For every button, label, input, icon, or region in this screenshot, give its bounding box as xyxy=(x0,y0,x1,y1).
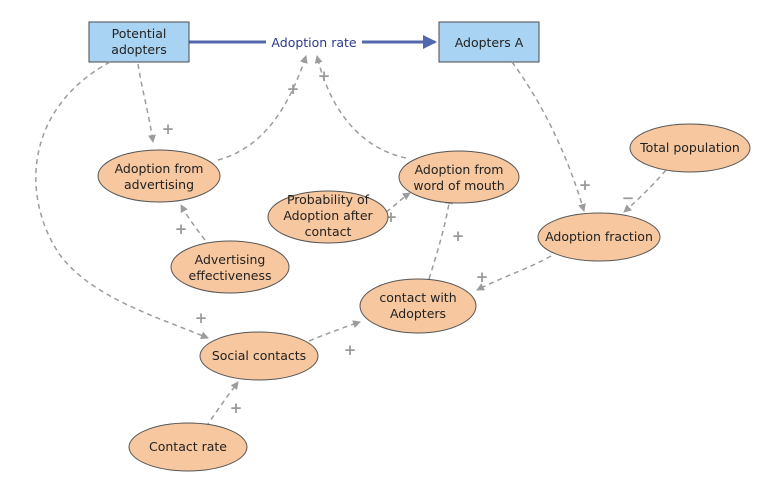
var-adoption-from-advertising[interactable]: Adoption from advertising xyxy=(97,149,221,203)
var-social-contacts[interactable]: Social contacts xyxy=(199,331,319,381)
variable-label-line: Probability of xyxy=(287,192,370,207)
link-probability-to-wom xyxy=(385,192,411,213)
var-advertising-effectiveness[interactable]: Advertising effectiveness xyxy=(170,240,290,294)
variable-label: Adoption fraction xyxy=(545,229,653,244)
stock-label-line: Potential xyxy=(112,26,167,41)
variable-label-line: Adoption from xyxy=(115,161,204,176)
variable-label: Total population xyxy=(639,140,740,155)
sign-potential-to-social: + xyxy=(195,309,208,327)
svg-text:word of mouth: word of mouth xyxy=(413,178,504,193)
link-contact-rate-to-social xyxy=(205,381,239,428)
stock-adopters-a[interactable]: Adopters A xyxy=(438,21,540,63)
variable-label: Contact rate xyxy=(149,439,227,454)
sign-adopters-to-fraction: + xyxy=(579,176,592,194)
sign-fraction-to-contact: + xyxy=(476,268,489,286)
sign-contact-rate-to-social: + xyxy=(230,399,243,417)
variable-label-line: effectiveness xyxy=(189,268,272,283)
var-total-population[interactable]: Total population xyxy=(629,123,751,173)
variable-label-line: Adopters xyxy=(390,306,446,321)
svg-text:Adoption after: Adoption after xyxy=(283,208,373,223)
svg-text:Advertising: Advertising xyxy=(195,252,266,267)
variable-label-line: contact with xyxy=(379,290,456,305)
adoption-rate-flow[interactable]: Adoption rate xyxy=(189,35,437,50)
causal-links xyxy=(35,55,667,428)
var-contact-with-adopters[interactable]: contact with Adopters xyxy=(359,278,477,334)
sign-wom-to-rate: + xyxy=(318,67,331,85)
stock-potential-adopters[interactable]: Potential adopters xyxy=(88,21,190,63)
svg-text:Adoption from: Adoption from xyxy=(415,162,504,177)
sign-social-to-contact: + xyxy=(344,341,357,359)
link-adopters-to-fraction xyxy=(511,61,586,212)
sign-advertising-to-rate: + xyxy=(287,80,300,98)
link-fraction-to-contact xyxy=(476,255,552,291)
svg-text:Adoption from: Adoption from xyxy=(115,161,204,176)
link-population-to-fraction xyxy=(623,169,667,213)
link-potential-to-social xyxy=(35,61,209,340)
sign-probability-to-wom: + xyxy=(385,208,398,226)
sign-population-to-fraction: − xyxy=(622,189,635,207)
sign-potential-to-advertising: + xyxy=(162,120,175,138)
variable-label-line: word of mouth xyxy=(413,178,504,193)
var-probability-of-adoption-after-contact[interactable]: Probability of Adoption after contact xyxy=(267,190,389,244)
variable-label: Social contacts xyxy=(212,348,306,363)
variable-label-line: contact xyxy=(305,224,352,239)
svg-text:advertising: advertising xyxy=(124,177,194,192)
svg-text:Adopters: Adopters xyxy=(390,306,446,321)
var-adoption-fraction[interactable]: Adoption fraction xyxy=(537,212,661,262)
link-wom-to-rate xyxy=(314,55,407,159)
link-potential-to-advertising xyxy=(137,63,156,143)
link-social-to-contact xyxy=(308,320,361,342)
variable-label-line: advertising xyxy=(124,177,194,192)
var-adoption-from-word-of-mouth[interactable]: Adoption from word of mouth xyxy=(398,150,520,204)
svg-text:contact with: contact with xyxy=(379,290,456,305)
flow-label: Adoption rate xyxy=(271,35,356,50)
variable-label-line: Advertising xyxy=(195,252,266,267)
svg-text:Probability of: Probability of xyxy=(287,192,370,207)
svg-text:effectiveness: effectiveness xyxy=(189,268,272,283)
link-effectiveness-to-advertising xyxy=(180,204,206,241)
stock-label-line: adopters xyxy=(111,42,166,57)
sign-effectiveness-to-advertising: + xyxy=(175,220,188,238)
link-contact-to-wom xyxy=(428,196,453,280)
svg-text:contact: contact xyxy=(305,224,352,239)
svg-text:Potential: Potential xyxy=(112,26,167,41)
svg-text:adopters: adopters xyxy=(111,42,166,57)
var-contact-rate[interactable]: Contact rate xyxy=(128,422,248,472)
stock-label: Adopters A xyxy=(455,35,524,50)
sign-contact-to-wom: + xyxy=(452,227,465,245)
link-advertising-to-rate xyxy=(217,55,308,161)
variable-label-line: Adoption from xyxy=(415,162,504,177)
link-signs: + + + + + + + − + + + + xyxy=(162,67,635,417)
variable-label-line: Adoption after xyxy=(283,208,373,223)
